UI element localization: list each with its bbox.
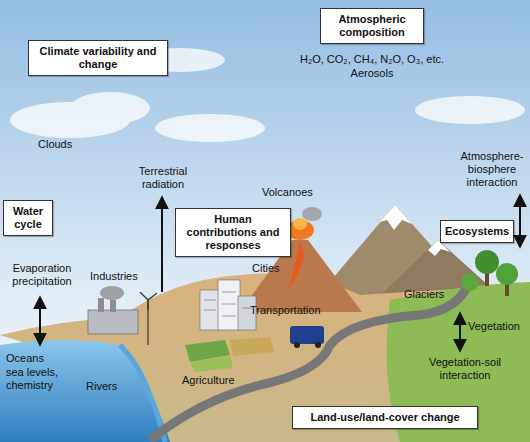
trees-part <box>475 250 499 274</box>
clouds-part <box>70 92 150 124</box>
arrows-part <box>459 314 461 350</box>
fields <box>185 337 275 372</box>
topic-box: Water cycle <box>3 200 53 236</box>
city-part <box>200 290 220 330</box>
diagram-label: Vegetation <box>468 320 520 333</box>
city-part <box>218 280 240 330</box>
industries-part <box>88 310 138 334</box>
box-heading: Ecosystems <box>445 225 509 238</box>
windmill <box>140 292 157 345</box>
trees <box>461 250 518 296</box>
diagram-label: Industries <box>90 270 138 283</box>
diagram-label: Glaciers <box>404 288 444 301</box>
industries-part <box>100 286 124 300</box>
diagram-label: Volcanoes <box>262 186 313 199</box>
topic-box: Atmospheric composition <box>320 8 424 44</box>
diagram-label: H₂O, CO₂, CH₄, N₂O, O₃, etc. <box>270 53 474 66</box>
van-part <box>315 342 321 348</box>
industries-part <box>98 298 104 312</box>
arrows-part <box>519 196 521 246</box>
diagram-label: Agriculture <box>182 374 235 387</box>
diagram-label: Vegetation-soil interaction <box>404 356 526 382</box>
arrows-part <box>39 298 41 344</box>
city-part <box>222 316 236 317</box>
van-part <box>294 342 300 348</box>
city <box>200 280 256 330</box>
box-heading: Atmospheric composition <box>325 13 419 39</box>
volcano-part <box>302 207 322 221</box>
fields-part <box>230 337 275 356</box>
industries <box>88 286 138 334</box>
topic-box: Climate variability and change <box>28 40 168 76</box>
windmill-part <box>140 292 148 300</box>
trees-part <box>461 273 479 291</box>
box-heading: Water cycle <box>8 205 48 231</box>
arrows-part <box>161 198 163 292</box>
clouds-part <box>155 114 265 142</box>
windmill-part <box>147 300 148 345</box>
city-part <box>204 310 216 311</box>
topic-box: Land-use/land-cover change <box>292 406 478 429</box>
diagram-label: Atmosphere-biosphere interaction <box>458 150 526 189</box>
diagram-label: Clouds <box>38 138 72 151</box>
arrows <box>40 196 520 350</box>
city-part <box>204 300 216 301</box>
van <box>290 326 324 348</box>
city-part <box>222 292 236 293</box>
ocean <box>0 340 170 442</box>
diagram-label: Terrestrial radiation <box>124 165 202 191</box>
topic-box: Human contributions and responses <box>175 208 291 257</box>
city-part <box>222 304 236 305</box>
diagram-label: sea levels, chemistry <box>6 366 98 392</box>
van-part <box>290 326 324 344</box>
diagram-label: Evaporation precipitation <box>4 262 80 288</box>
industries-part <box>110 300 116 312</box>
diagram-label: Rivers <box>86 380 117 393</box>
topic-box: Ecosystems <box>440 220 514 243</box>
box-heading: Climate variability and change <box>33 45 163 71</box>
windmill-part <box>147 300 148 310</box>
windmill-part <box>148 293 157 300</box>
diagram-label: Transportation <box>250 304 321 317</box>
river <box>120 345 165 442</box>
diagram-label: Oceans <box>6 352 44 365</box>
box-heading: Human contributions and responses <box>180 213 286 252</box>
clouds-part <box>415 96 525 124</box>
diagram-label: Cities <box>252 262 280 275</box>
mountains-part <box>380 205 412 230</box>
diagram-label: Aerosols <box>270 67 474 80</box>
box-heading: Land-use/land-cover change <box>297 411 473 424</box>
fields-part <box>190 356 233 372</box>
trees-part <box>496 263 518 285</box>
volcano-part <box>293 218 307 230</box>
